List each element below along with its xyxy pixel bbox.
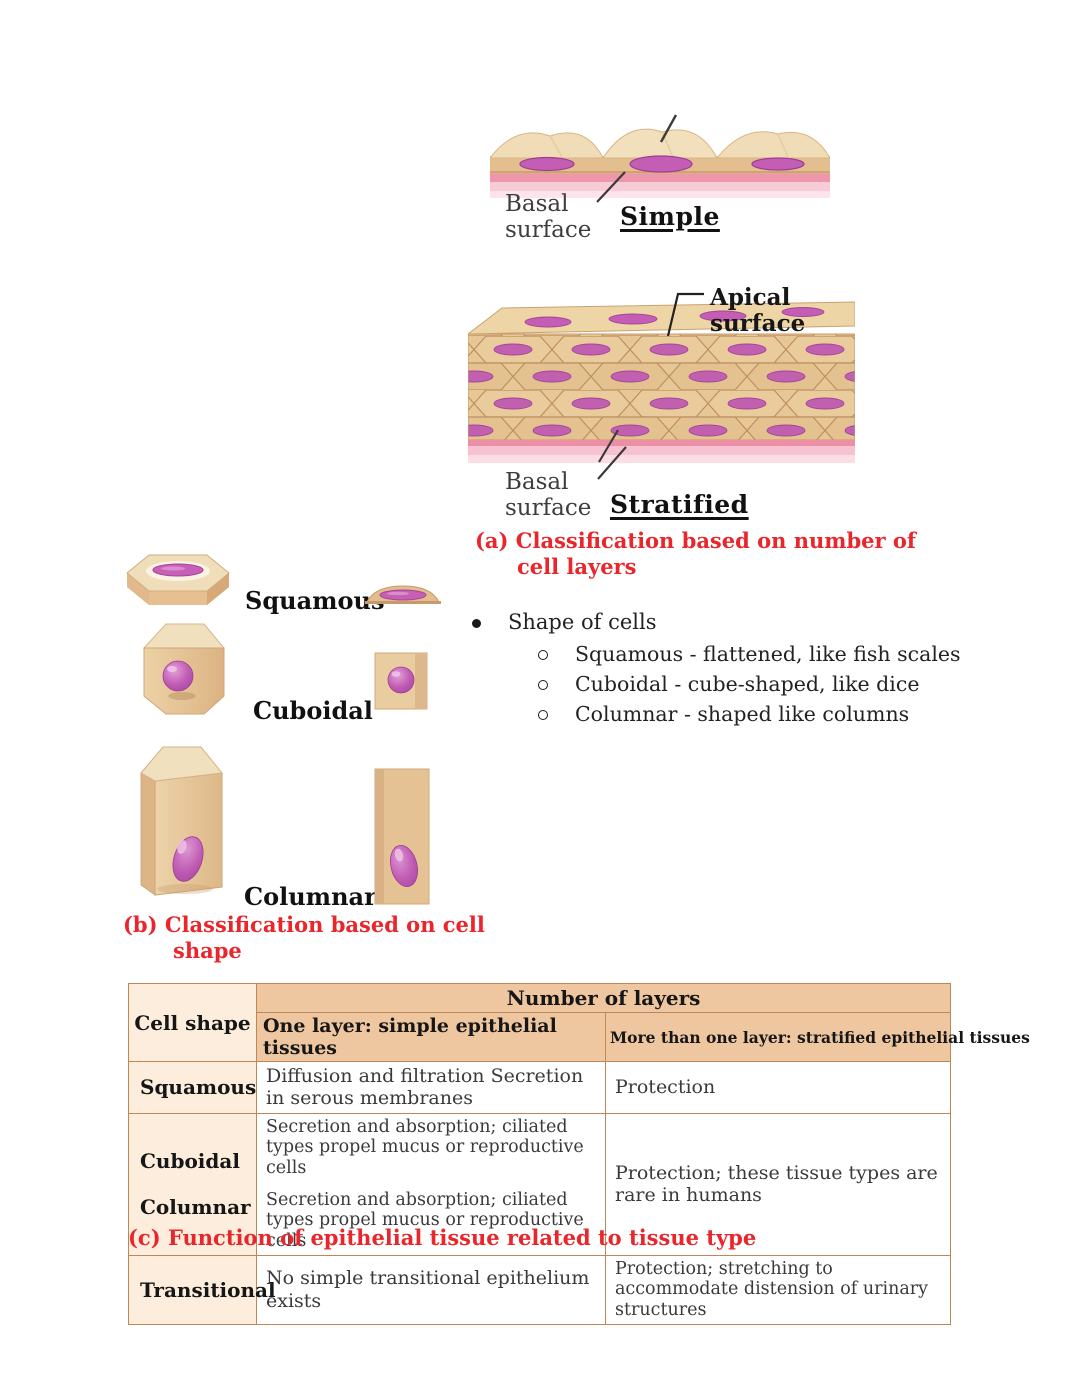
columnar-simple-function: Secretion and absorption; ciliated types… bbox=[266, 1189, 584, 1252]
squamous-stratified-function: Protection bbox=[605, 1061, 951, 1114]
cuboidal-label: Cuboidal bbox=[253, 696, 373, 725]
function-table: Cell shape Number of layers One layer: s… bbox=[128, 983, 1030, 1325]
cuboidal-side-view bbox=[374, 652, 428, 714]
cuboidal-columnar-stratified-function: Protection; these tissue types are rare … bbox=[605, 1112, 951, 1256]
apical-leader-line bbox=[666, 292, 704, 337]
row-label-cuboidal-columnar: Cuboidal Columnar bbox=[128, 1112, 257, 1256]
table-header-more-than-one-layer: More than one layer: stratified epitheli… bbox=[605, 1012, 1030, 1062]
stratified-title: Stratified bbox=[610, 490, 749, 519]
columnar-side-view bbox=[374, 768, 430, 909]
cuboidal-columnar-simple-function: Secretion and absorption; ciliated types… bbox=[256, 1112, 606, 1256]
bullet-circle-icon bbox=[538, 710, 548, 720]
table-row-cuboidal-columnar: Cuboidal Columnar Secretion and absorpti… bbox=[128, 1112, 951, 1256]
transitional-simple-function: No simple transitional epithelium exists bbox=[256, 1254, 606, 1325]
sub-bullet-text: Squamous - flattened, like fish scales bbox=[575, 642, 961, 666]
sub-bullet-text: Cuboidal - cube-shaped, like dice bbox=[575, 672, 920, 696]
simple-basal-leader-line bbox=[596, 171, 626, 203]
table-header-number-of-layers: Number of layers bbox=[256, 983, 951, 1013]
sub-bullet-squamous: Squamous - flattened, like fish scales bbox=[538, 642, 1058, 666]
row-label-squamous: Squamous bbox=[128, 1061, 257, 1114]
transitional-stratified-function: Protection; stretching to accommodate di… bbox=[605, 1254, 951, 1325]
simple-title: Simple bbox=[620, 202, 720, 231]
caption-a-line2: cell layers bbox=[517, 553, 637, 579]
squamous-side-view bbox=[365, 582, 441, 609]
caption-a-line1: (a) Classification based on number of bbox=[475, 528, 916, 553]
caption-b: (b) Classification based on cell shape bbox=[123, 912, 485, 963]
stratified-epithelium-illustration bbox=[466, 300, 856, 467]
caption-c: (c) Function of epithelial tissue relate… bbox=[128, 1225, 757, 1250]
columnar-cell-illustration bbox=[133, 737, 230, 911]
caption-a: (a) Classification based on number of ce… bbox=[475, 528, 916, 579]
row-label-columnar: Columnar bbox=[140, 1195, 251, 1220]
bullet-shape-of-cells: Shape of cells bbox=[472, 610, 1032, 634]
sub-bullet-cuboidal: Cuboidal - cube-shaped, like dice bbox=[538, 672, 1058, 696]
squamous-label: Squamous bbox=[245, 586, 385, 615]
columnar-label: Columnar bbox=[244, 882, 377, 911]
table-header-cell-shape: Cell shape bbox=[128, 983, 257, 1062]
squamous-simple-function: Diffusion and filtration Secretion in se… bbox=[256, 1061, 606, 1114]
caption-b-line2: shape bbox=[173, 937, 242, 963]
bullet-text: Shape of cells bbox=[508, 610, 657, 634]
simple-epithelium-illustration bbox=[488, 112, 831, 204]
apical-surface-label: Apical surface bbox=[710, 284, 806, 337]
caption-b-line1: (b) Classification based on cell bbox=[123, 912, 485, 937]
table-row-transitional: Transitional No simple transitional epit… bbox=[128, 1254, 951, 1325]
cuboidal-cell-illustration bbox=[138, 616, 230, 724]
sub-bullet-columnar: Columnar - shaped like columns bbox=[538, 702, 1058, 726]
stratified-basal-leader-line bbox=[597, 446, 627, 480]
bullet-circle-icon bbox=[538, 650, 548, 660]
bullet-circle-icon bbox=[538, 680, 548, 690]
stratified-basal-surface-label: Basal surface bbox=[505, 469, 592, 521]
squamous-cell-illustration bbox=[123, 543, 233, 617]
row-label-cuboidal: Cuboidal bbox=[140, 1149, 240, 1174]
bullet-dot-icon bbox=[472, 619, 481, 628]
table-row-squamous: Squamous Diffusion and filtration Secret… bbox=[128, 1061, 951, 1114]
table-header-one-layer: One layer: simple epithelial tissues bbox=[256, 1012, 606, 1062]
simple-basal-surface-label: Basal surface bbox=[505, 191, 592, 243]
cuboidal-simple-function: Secretion and absorption; ciliated types… bbox=[266, 1116, 584, 1179]
row-label-transitional: Transitional bbox=[128, 1254, 276, 1325]
sub-bullet-text: Columnar - shaped like columns bbox=[575, 702, 910, 726]
